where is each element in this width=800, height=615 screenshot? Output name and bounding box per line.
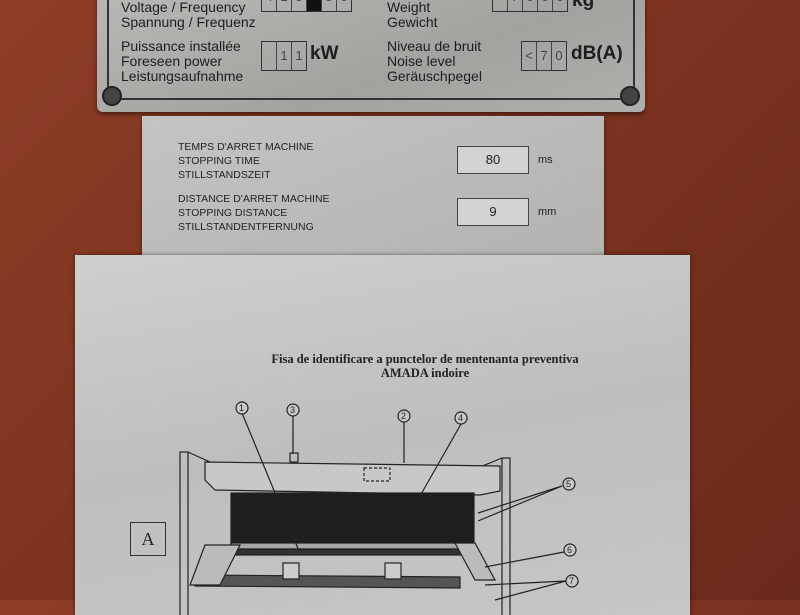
- screw-icon: [620, 86, 640, 106]
- sheet-title: Fisa de identificare a punctelor de ment…: [271, 352, 579, 366]
- power-unit: kW: [310, 43, 339, 64]
- callout-2: 2: [397, 409, 411, 423]
- svg-text:3: 3: [290, 405, 295, 415]
- svg-text:7: 7: [569, 576, 574, 586]
- screw-icon: [102, 86, 122, 106]
- stopping-time-unit: ms: [538, 154, 553, 166]
- callout-6: 6: [563, 543, 577, 557]
- callout-4: 4: [454, 411, 468, 425]
- noise-unit: dB(A): [571, 43, 623, 64]
- section-label: A: [130, 522, 166, 556]
- svg-text:6: 6: [567, 545, 572, 555]
- stopping-distance-value: 9: [457, 198, 529, 226]
- svg-text:1: 1: [239, 403, 244, 413]
- callout-7: 7: [565, 574, 579, 588]
- callout-5: 5: [562, 477, 576, 491]
- stopping-time-value: 80: [457, 146, 529, 174]
- svg-text:5: 5: [566, 479, 571, 489]
- svg-text:2: 2: [401, 411, 406, 421]
- stopping-distance-unit: mm: [538, 206, 557, 218]
- svg-text:4: 4: [458, 413, 463, 423]
- sheet-subtitle: AMADA indoire: [380, 366, 470, 380]
- voltage-digits: 41550: [261, 0, 352, 12]
- maintenance-sheet: Fisa de identificare a punctelor de ment…: [75, 255, 690, 615]
- weight-unit: kg: [572, 0, 595, 11]
- callout-3: 3: [286, 403, 300, 417]
- weight-digits: 7000: [492, 0, 568, 12]
- press-brake-diagram: 1 3 2 4 5 6 7: [179, 401, 579, 615]
- callout-1: 1: [235, 401, 249, 415]
